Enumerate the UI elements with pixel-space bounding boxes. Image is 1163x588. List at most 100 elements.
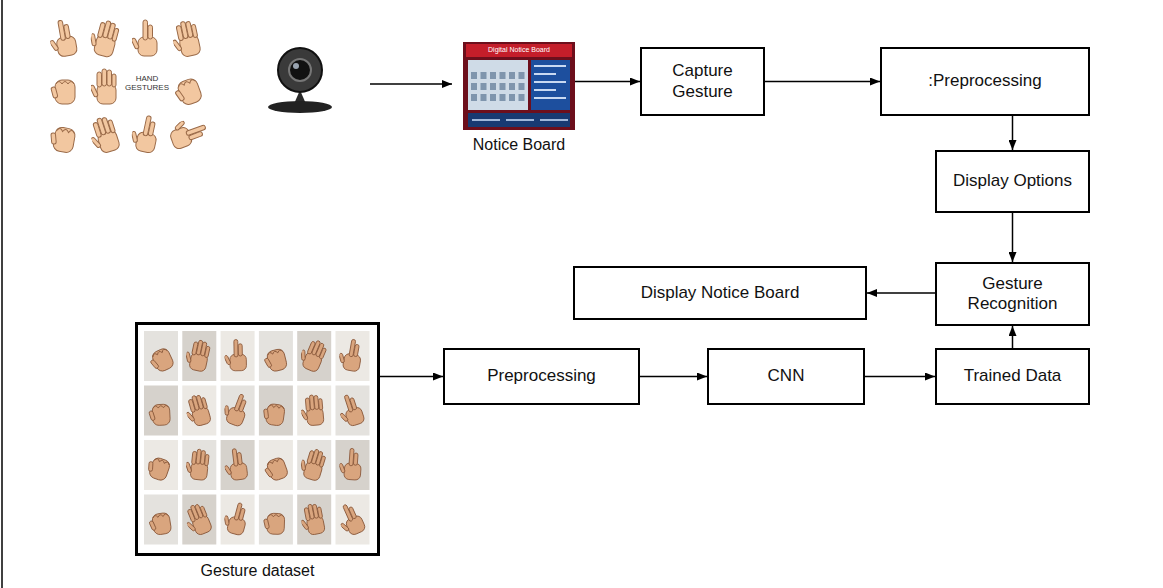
panel-line bbox=[534, 73, 556, 75]
hand-icon bbox=[167, 114, 210, 151]
building-window bbox=[500, 94, 506, 101]
picture-caption: Gesture dataset bbox=[135, 561, 380, 580]
building-window bbox=[500, 72, 506, 79]
gesture-thumbnail bbox=[334, 386, 369, 436]
hand-photo bbox=[299, 394, 324, 426]
gesture-thumbnail bbox=[336, 440, 370, 490]
hand-icon bbox=[172, 77, 203, 108]
hand-photo bbox=[262, 348, 287, 373]
flow-arrow bbox=[867, 292, 935, 294]
lens-highlight bbox=[293, 63, 299, 69]
process-box: Gesture Recognition bbox=[935, 262, 1090, 326]
hand-photo bbox=[336, 337, 364, 372]
illustration-label: HAND GESTURES bbox=[122, 75, 172, 93]
hand-icon bbox=[168, 19, 201, 59]
banner-text: Digital Notice Board bbox=[467, 44, 571, 57]
hand-icon bbox=[131, 20, 157, 56]
gesture-thumbnail bbox=[259, 386, 293, 436]
thumbnail-ground bbox=[144, 331, 178, 381]
gesture-thumbnail bbox=[221, 440, 255, 490]
flow-arrow bbox=[640, 376, 707, 378]
hand-icon bbox=[51, 80, 75, 104]
gesture-thumbnail bbox=[219, 386, 254, 436]
gesture-thumbnail bbox=[259, 331, 293, 381]
building-window bbox=[519, 72, 525, 79]
building-window bbox=[519, 94, 525, 101]
flow-arrow bbox=[1012, 116, 1014, 150]
box-text: CNN bbox=[768, 366, 805, 386]
building-window bbox=[471, 94, 477, 101]
camera-arrow bbox=[370, 83, 452, 85]
thumbnail-ground bbox=[336, 331, 370, 381]
panel-line bbox=[534, 65, 566, 67]
gesture-thumbnail bbox=[297, 495, 331, 545]
gesture-thumbnail bbox=[182, 440, 216, 490]
hand-photo bbox=[262, 456, 289, 483]
hand-photo bbox=[148, 512, 172, 536]
hand-icon bbox=[48, 126, 76, 154]
box-text: Display Options bbox=[953, 171, 1072, 191]
box-text: Preprocessing bbox=[487, 366, 596, 386]
hand-gestures-illustration bbox=[46, 17, 209, 156]
hand-photo bbox=[220, 500, 250, 536]
notice-board-picture bbox=[463, 42, 575, 130]
footer-line bbox=[472, 119, 500, 121]
hand-photo bbox=[145, 455, 172, 482]
panel-line bbox=[534, 97, 566, 99]
building-window bbox=[471, 83, 477, 90]
thumbnail-ground bbox=[182, 440, 216, 490]
dataset-frame bbox=[137, 324, 379, 555]
building-window bbox=[481, 83, 487, 90]
footer-line bbox=[506, 119, 534, 121]
webcam-icon bbox=[268, 48, 332, 113]
picture-node: Notice BoardDigital Notice Board bbox=[463, 42, 575, 154]
footer-line bbox=[540, 119, 568, 121]
gesture-thumbnail bbox=[333, 495, 369, 545]
gesture-thumbnail bbox=[336, 331, 370, 381]
hand-photo bbox=[224, 339, 247, 371]
webcam-base bbox=[268, 101, 332, 113]
box-text: Display Notice Board bbox=[641, 283, 800, 303]
gesture-thumbnail bbox=[297, 386, 331, 436]
box-text: :Preprocessing bbox=[928, 71, 1041, 91]
flow-arrow bbox=[765, 81, 880, 83]
hand-photo bbox=[297, 503, 325, 537]
picture-node: Gesture dataset bbox=[135, 322, 380, 580]
hand-photo bbox=[147, 347, 175, 375]
gesture-thumbnail bbox=[144, 386, 178, 436]
hand-photo bbox=[334, 392, 365, 429]
gesture-thumbnail bbox=[181, 386, 216, 436]
building-window bbox=[500, 83, 506, 90]
gesture-thumbnail bbox=[220, 495, 254, 545]
gesture-thumbnail bbox=[296, 440, 331, 490]
building-window bbox=[490, 94, 496, 101]
building-window bbox=[509, 72, 515, 79]
hand-icon bbox=[86, 17, 121, 58]
hand-photo bbox=[222, 448, 248, 482]
gesture-thumbnail bbox=[180, 495, 216, 545]
box-text: Capture Gesture bbox=[652, 61, 753, 102]
hand-photo bbox=[296, 446, 327, 482]
building-window bbox=[509, 94, 515, 101]
hand-photo bbox=[263, 513, 285, 535]
hand-photo bbox=[219, 390, 251, 427]
thumbnail-ground bbox=[221, 495, 255, 545]
hand-photo bbox=[262, 403, 286, 427]
thumbnail-ground bbox=[297, 440, 331, 490]
gesture-thumbnail bbox=[221, 331, 255, 381]
gesture-thumbnail bbox=[259, 495, 293, 545]
hand-icon bbox=[85, 115, 121, 156]
flow-arrow bbox=[1012, 213, 1014, 262]
hand-photo bbox=[180, 502, 213, 539]
building-window bbox=[481, 94, 487, 101]
board-banner bbox=[466, 44, 572, 57]
box-text: Gesture Recognition bbox=[947, 274, 1078, 315]
process-box: Capture Gesture bbox=[640, 47, 765, 116]
flow-arrow bbox=[865, 376, 935, 378]
thumbnail-ground bbox=[144, 386, 178, 436]
thumbnail-ground bbox=[259, 440, 293, 490]
gesture-thumbnail bbox=[144, 440, 178, 490]
thumbnail-ground bbox=[297, 386, 331, 436]
gesture-thumbnail bbox=[144, 495, 178, 545]
hand-photo bbox=[148, 404, 170, 426]
